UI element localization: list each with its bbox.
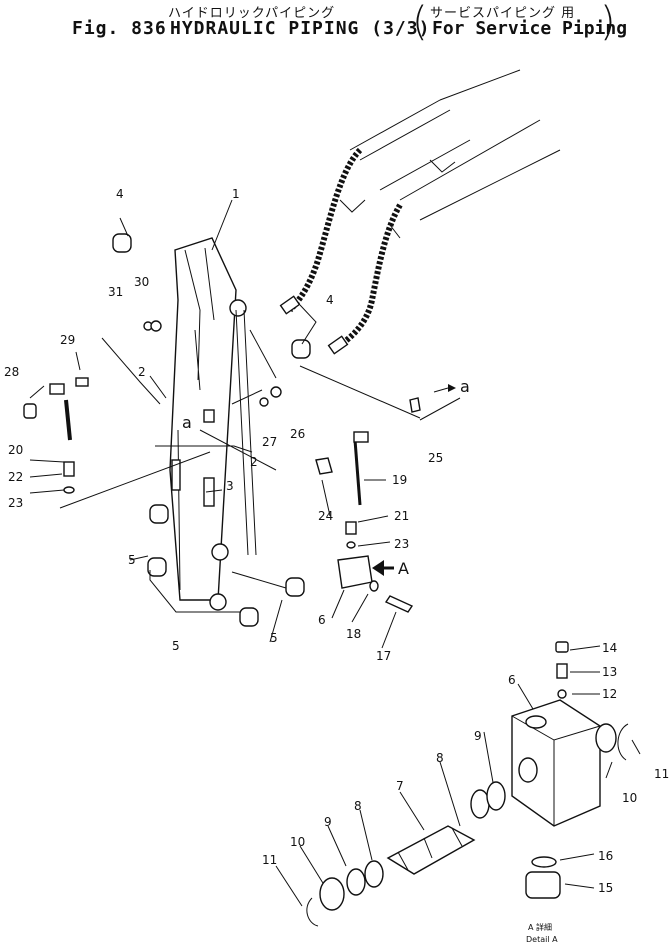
detail-en-label: Detail A — [526, 935, 558, 944]
callout-5c: 5 — [270, 631, 278, 645]
bushing-5a — [149, 504, 169, 524]
bushing-4b — [291, 339, 311, 359]
detail-jp-label: A 詳細 — [528, 922, 552, 932]
callout-2a: 2 — [138, 365, 146, 379]
callout-23a: 23 — [8, 496, 23, 510]
callout-22: 22 — [8, 470, 23, 484]
callout-16: 16 — [598, 849, 613, 863]
callout-8b: 8 — [354, 799, 362, 813]
callout-21: 21 — [394, 509, 409, 523]
left-fittings — [23, 320, 282, 494]
callout-2b: 2 — [250, 455, 258, 469]
callout-5b: 5 — [172, 639, 180, 653]
callout-29: 29 — [60, 333, 75, 347]
callout-4b: 4 — [326, 293, 334, 307]
callout-8a: 8 — [436, 751, 444, 765]
jp-title: ハイドロリックパイピング — [168, 6, 336, 21]
callout-26: 26 — [290, 427, 305, 441]
callout-1: 1 — [232, 187, 240, 201]
right-fittings — [315, 397, 421, 613]
callout-13: 13 — [602, 665, 617, 679]
callout-3: 3 — [226, 479, 234, 493]
callout-5a: 5 — [128, 553, 136, 567]
callout-12: 12 — [602, 687, 617, 701]
reference-labels: a a A A 詳細 Detail A — [182, 377, 558, 944]
callout-19: 19 — [392, 473, 407, 487]
callout-28: 28 — [4, 365, 19, 379]
ref-a-left: a — [182, 413, 192, 432]
bushing-5d — [285, 577, 305, 597]
callout-18: 18 — [346, 627, 361, 641]
detail-a — [306, 641, 629, 927]
exploded-parts-diagram: 1 2 2 3 4 4 5 5 5 6 6 7 8 8 9 9 10 10 11… — [4, 69, 669, 944]
callout-31: 31 — [108, 285, 123, 299]
callout-9a: 9 — [474, 729, 482, 743]
bushings — [112, 233, 311, 627]
callout-7: 7 — [396, 779, 404, 793]
block-6-detail — [511, 699, 601, 827]
callout-25: 25 — [428, 451, 443, 465]
bushing-4a — [112, 233, 132, 253]
callout-27: 27 — [262, 435, 277, 449]
callout-11a: 11 — [654, 767, 669, 781]
figure-number: Fig. 836 — [72, 18, 167, 39]
bushing-5b — [147, 557, 167, 577]
callout-9b: 9 — [324, 815, 332, 829]
callout-10b: 10 — [290, 835, 305, 849]
jp-subtitle: サービスパイピング 用 — [430, 6, 576, 21]
ref-a-right: a — [460, 377, 470, 396]
callout-numbers: 1 2 2 3 4 4 5 5 5 6 6 7 8 8 9 9 10 10 11… — [4, 187, 669, 895]
callout-14: 14 — [602, 641, 617, 655]
right-paren: ) — [600, 0, 616, 45]
arm-hoses — [279, 69, 561, 355]
callout-23b: 23 — [394, 537, 409, 551]
left-paren: ( — [412, 0, 428, 45]
en-subtitle: For Service Piping — [432, 18, 628, 39]
callout-20: 20 — [8, 443, 23, 457]
block-6-small — [337, 555, 373, 589]
leader-lines — [29, 199, 641, 907]
ref-A: A — [398, 559, 409, 578]
arrows — [372, 384, 456, 576]
callout-11b: 11 — [262, 853, 277, 867]
callout-6b: 6 — [508, 673, 516, 687]
callout-10a: 10 — [622, 791, 637, 805]
bushing-5c — [239, 607, 259, 627]
callout-30: 30 — [134, 275, 149, 289]
title-block: ハイドロリックパイピング Fig. 836 HYDRAULIC PIPING (… — [0, 0, 672, 48]
callout-4a: 4 — [116, 187, 124, 201]
callout-15: 15 — [598, 881, 613, 895]
figure-title: HYDRAULIC PIPING (3/3) — [170, 18, 431, 39]
callout-6a: 6 — [318, 613, 326, 627]
callout-17: 17 — [376, 649, 391, 663]
callout-24: 24 — [318, 509, 333, 523]
